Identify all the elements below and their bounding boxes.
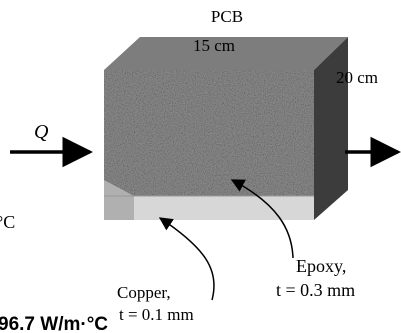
epoxy-name-label: Epoxy, (296, 256, 346, 276)
copper-name-label: Copper, (117, 283, 171, 302)
copper-front-face (104, 196, 314, 220)
epoxy-callout-arrow (230, 179, 294, 259)
epoxy-front-face (104, 70, 314, 196)
depth-label: 20 cm (336, 68, 378, 87)
heat-label: Q (34, 121, 49, 143)
epoxy-thickness-label: t = 0.3 mm (276, 280, 355, 300)
unit-fragment-label: °C (0, 212, 15, 232)
pcb-right-face (314, 37, 348, 220)
pcb-top-face (104, 37, 348, 70)
copper-callout-arrow (158, 217, 215, 301)
result-label: 96.7 W/m·°C (0, 314, 108, 333)
pcb-block (104, 37, 348, 220)
pcb-label: PCB (211, 7, 243, 26)
length-label: 15 cm (193, 36, 235, 55)
copper-thickness-label: t = 0.1 mm (119, 305, 194, 324)
copper-left-edge (104, 180, 134, 220)
